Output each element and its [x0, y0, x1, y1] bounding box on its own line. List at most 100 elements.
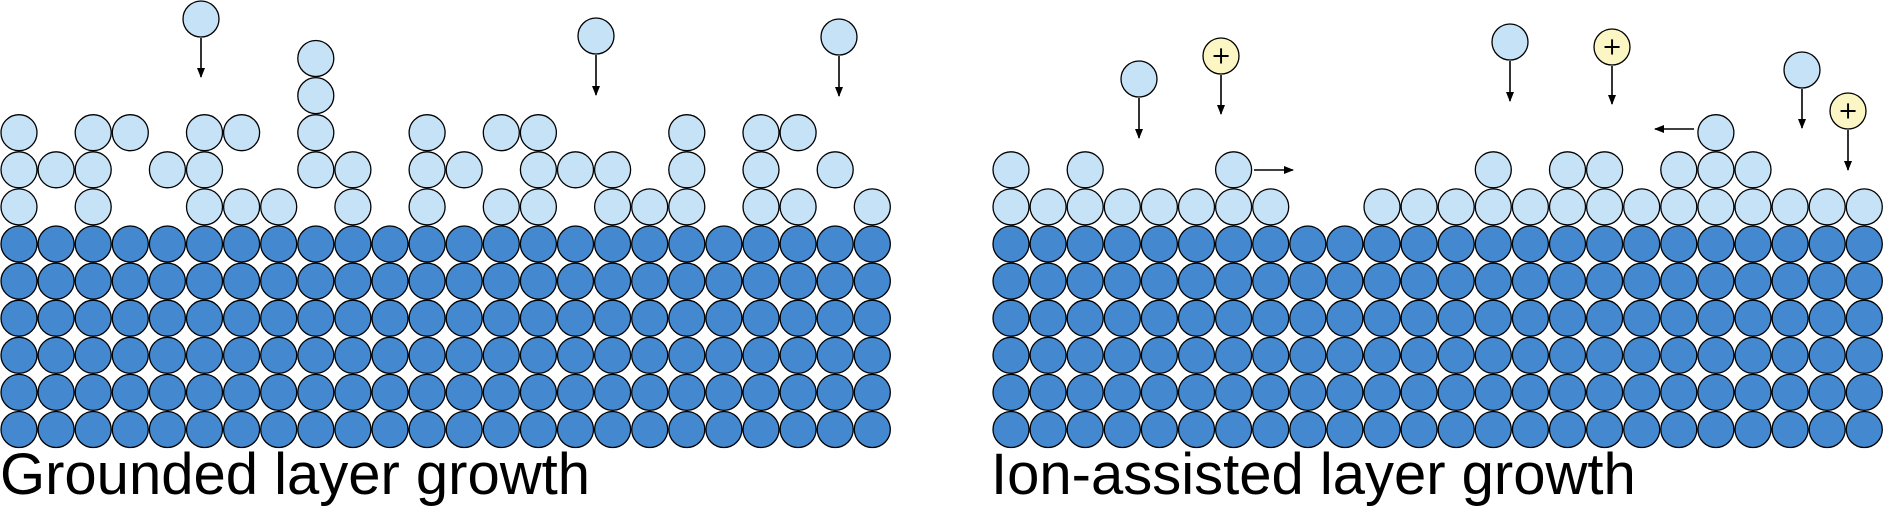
substrate-atom	[1177, 373, 1216, 412]
substrate-atom	[1177, 262, 1216, 300]
substrate-atom	[1177, 410, 1216, 449]
substrate-atom	[297, 410, 335, 449]
substrate-atom	[260, 225, 298, 263]
substrate-atom	[37, 373, 75, 412]
substrate-atom	[408, 225, 446, 263]
substrate-atom	[482, 299, 520, 337]
substrate-atom	[1808, 373, 1846, 412]
ion-icon	[1829, 92, 1867, 130]
substrate-atom	[705, 336, 743, 374]
deposited-atom	[519, 188, 558, 226]
substrate-atom	[1734, 336, 1772, 374]
substrate-atom	[1623, 299, 1661, 337]
deposited-atom	[482, 114, 520, 152]
substrate-atom	[222, 299, 261, 337]
substrate-atom	[631, 262, 669, 300]
substrate-atom	[1771, 262, 1809, 300]
deposited-atom	[593, 188, 632, 226]
substrate-atom	[37, 410, 75, 449]
substrate-atom	[631, 373, 669, 412]
substrate-atom	[853, 410, 891, 449]
substrate-atom	[371, 299, 409, 337]
substrate-atom	[1363, 373, 1401, 412]
substrate-atom	[1660, 336, 1698, 374]
deposited-atom	[297, 151, 335, 189]
substrate-atom	[1623, 336, 1661, 374]
deposited-atom	[1697, 114, 1735, 152]
deposited-atom	[222, 114, 261, 152]
deposited-atom	[1697, 151, 1735, 189]
substrate-atom	[556, 299, 595, 337]
substrate-atom	[1585, 373, 1624, 412]
substrate-atom	[445, 225, 483, 263]
substrate-atom	[1548, 299, 1587, 337]
substrate-atom	[705, 225, 743, 263]
substrate-atom	[1326, 336, 1364, 374]
substrate-atom	[0, 373, 38, 412]
deposited-atom	[1771, 188, 1809, 226]
incoming-atom	[820, 18, 858, 56]
deposited-atom	[1029, 188, 1067, 226]
deposited-atom	[185, 151, 224, 189]
deposited-atom	[74, 151, 112, 189]
substrate-atom	[1103, 373, 1141, 412]
substrate-atom	[779, 225, 817, 263]
substrate-atom	[556, 336, 595, 374]
deposited-atom	[519, 114, 558, 152]
substrate-atom	[445, 373, 483, 412]
substrate-atom	[1400, 410, 1438, 449]
substrate-atom	[1400, 225, 1438, 263]
substrate-atom	[519, 262, 558, 300]
substrate-atom	[779, 410, 817, 449]
substrate-atom	[1252, 262, 1290, 300]
substrate-atom	[1845, 262, 1883, 300]
substrate-atom	[1363, 262, 1401, 300]
substrate-atom	[1697, 410, 1735, 449]
deposited-atom	[1363, 188, 1401, 226]
plus-icon: +	[1602, 33, 1622, 61]
substrate-atom	[705, 373, 743, 412]
deposited-atom	[1511, 188, 1550, 226]
deposited-atom	[185, 188, 224, 226]
substrate-atom	[1845, 336, 1883, 374]
deposited-atom	[482, 188, 520, 226]
substrate-atom	[185, 225, 224, 263]
substrate-atom	[992, 373, 1030, 412]
substrate-atom	[1289, 225, 1327, 263]
substrate-atom	[1103, 262, 1141, 300]
deposited-atom	[1697, 188, 1735, 226]
substrate-atom	[1289, 410, 1327, 449]
deposited-atom	[816, 151, 854, 189]
deposited-atom	[1140, 188, 1179, 226]
deposited-atom	[222, 188, 261, 226]
substrate-atom	[297, 373, 335, 412]
substrate-atom	[1252, 410, 1290, 449]
substrate-atom	[1660, 225, 1698, 263]
substrate-atom	[593, 299, 632, 337]
substrate-atom	[1029, 410, 1067, 449]
substrate-atom	[1326, 225, 1364, 263]
substrate-atom	[1734, 225, 1772, 263]
deposited-atom	[992, 151, 1030, 189]
substrate-atom	[593, 262, 632, 300]
incoming-atom	[1783, 51, 1821, 89]
substrate-atom	[1808, 410, 1846, 449]
deposited-atom	[445, 151, 483, 189]
incoming-atom	[1491, 23, 1529, 61]
substrate-atom	[185, 336, 224, 374]
substrate-atom	[408, 299, 446, 337]
substrate-atom	[0, 225, 38, 263]
substrate-atom	[1808, 262, 1846, 300]
substrate-atom	[992, 299, 1030, 337]
substrate-atom	[1511, 410, 1550, 449]
substrate-atom	[1326, 373, 1364, 412]
substrate-atom	[1363, 410, 1401, 449]
substrate-atom	[1511, 373, 1550, 412]
deposited-atom	[1660, 188, 1698, 226]
substrate-atom	[1697, 336, 1735, 374]
substrate-atom	[1474, 299, 1512, 337]
substrate-atom	[742, 410, 780, 449]
substrate-atom	[816, 410, 854, 449]
deposited-atom	[37, 151, 75, 189]
deposited-atom	[779, 188, 817, 226]
